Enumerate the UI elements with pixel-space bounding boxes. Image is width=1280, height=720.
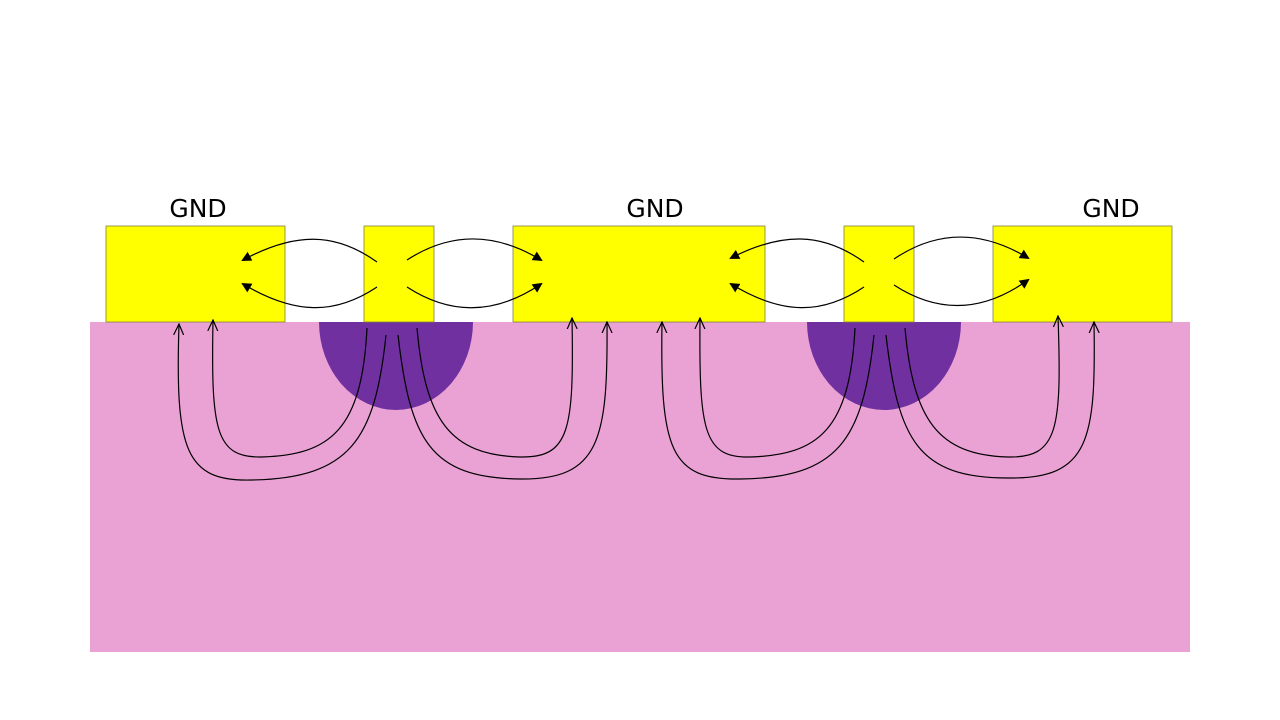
air-field-lines-left	[241, 238, 543, 309]
substrate-field-lines-left	[178, 318, 607, 481]
air-field-lines-right	[729, 236, 1030, 309]
gnd-label-left: GND	[169, 194, 226, 223]
ground-conductor-middle	[512, 225, 766, 323]
gnd-label-right: GND	[1082, 194, 1139, 223]
depletion-region-left	[319, 322, 473, 410]
gnd-label-middle: GND	[626, 194, 683, 223]
ground-conductor-right	[992, 225, 1173, 323]
signal-conductor-right	[843, 225, 915, 323]
substrate	[90, 322, 1190, 652]
depletion-region-right	[807, 322, 961, 410]
substrate-field-lines-right	[662, 316, 1095, 480]
signal-conductor-left	[363, 225, 435, 323]
ground-conductor-left	[105, 225, 286, 323]
